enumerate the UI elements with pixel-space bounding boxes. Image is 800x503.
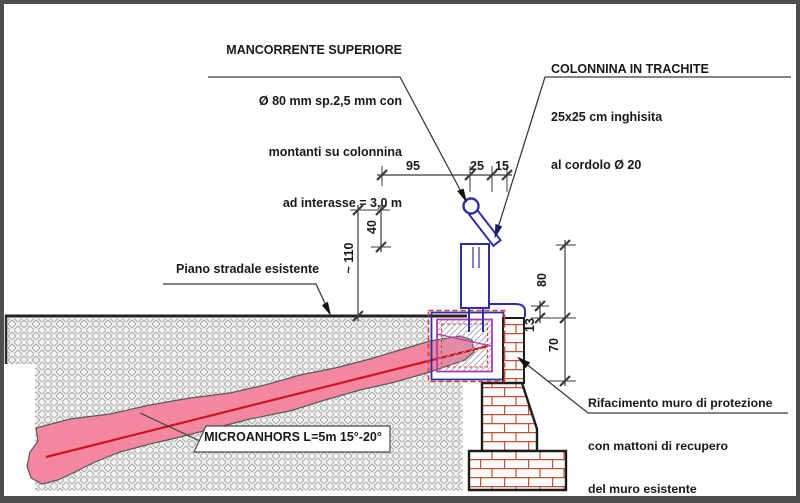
label-microanchors: MICROANHORS L=5m 15°-20° [204, 430, 382, 444]
callout-rifacimento-line3: del muro esistente [588, 481, 697, 496]
callout-colonnina: COLONNINA IN TRACHITE 25x25 cm inghisita… [551, 29, 761, 205]
callout-colonnina-line2: 25x25 cm inghisita [551, 110, 663, 124]
dim-110: ~ 110 [342, 242, 356, 274]
callout-rifacimento-line1: Rifacimento muro di protezione [588, 396, 773, 411]
callout-mancorrente-line4: ad interasse = 3,0 m [282, 196, 402, 210]
callout-mancorrente: MANCORRENTE SUPERIORE Ø 80 mm sp.2,5 mm … [200, 8, 402, 246]
callout-mancorrente-line2: Ø 80 mm sp.2,5 mm con [258, 94, 402, 108]
dim-80: 80 [535, 273, 549, 287]
dimension-lines [350, 166, 576, 387]
microanchor-label-box [193, 425, 391, 453]
callout-colonnina-line3: al cordolo Ø 20 [551, 158, 642, 172]
callout-mancorrente-line1: MANCORRENTE SUPERIORE [226, 43, 402, 57]
cordolo-reinforcement [427, 309, 506, 383]
brick-wall [467, 317, 568, 492]
callout-rifacimento-line2: con mattoni di recupero [588, 439, 729, 454]
dim-70: 70 [547, 338, 561, 352]
dim-40: 40 [365, 220, 379, 234]
leader-lines [139, 76, 791, 453]
dim-15: 15 [495, 159, 509, 173]
callout-mancorrente-line3: montanti su colonnina [268, 145, 402, 159]
railing-group [460, 197, 503, 332]
dim-13: 13 [523, 318, 537, 332]
callout-rifacimento: Rifacimento muro di protezione con matto… [588, 368, 796, 496]
dim-95: 95 [406, 159, 420, 173]
dimension-ticks [352, 169, 571, 387]
label-piano-stradale: Piano stradale esistente [176, 262, 320, 276]
handrail-section [462, 197, 480, 215]
dim-25: 25 [470, 159, 484, 173]
callout-colonnina-line1: COLONNINA IN TRACHITE [551, 62, 709, 76]
